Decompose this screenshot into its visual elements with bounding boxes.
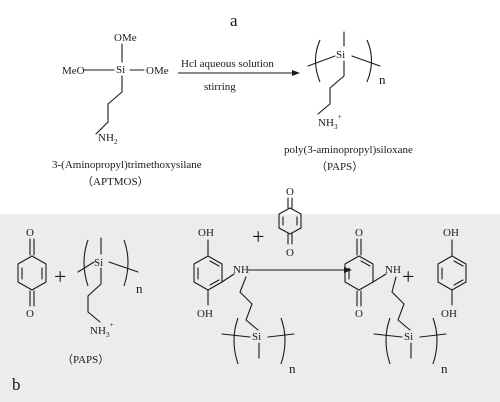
reaction-arrow-a: Hcl aqueous solution stirring bbox=[178, 58, 300, 93]
aptmos-ome-right: OMe bbox=[146, 65, 169, 77]
bond bbox=[77, 261, 95, 273]
quinone-ring bbox=[17, 255, 47, 291]
bond bbox=[108, 261, 139, 273]
product-repeat-n: n bbox=[441, 361, 448, 376]
hydroquinone-structure: OH OH bbox=[437, 227, 467, 320]
paps-nh3: NH3+ bbox=[318, 112, 342, 131]
arrow-head bbox=[292, 70, 300, 76]
adduct-oh-top: OH bbox=[198, 227, 214, 239]
adduct-propyl-chain bbox=[239, 276, 259, 331]
plus-sign-3: + bbox=[402, 264, 414, 289]
bond-aromatic bbox=[453, 279, 464, 286]
product-nh: NH bbox=[385, 264, 401, 276]
paps-b-nh3: NH3+ bbox=[90, 320, 114, 339]
paps-abbr: （PAPS） bbox=[316, 160, 363, 173]
paps-name: poly(3-aminopropyl)siloxane bbox=[284, 144, 413, 156]
plus-sign-2: + bbox=[252, 224, 264, 249]
aptmos-abbr: （APTMOS） bbox=[82, 175, 149, 188]
repeat-n: n bbox=[379, 72, 386, 87]
bond-aromatic bbox=[209, 279, 220, 286]
panel-a-label: a bbox=[230, 11, 238, 30]
bracket-right bbox=[366, 39, 373, 83]
reagent-ring bbox=[278, 207, 302, 235]
bond bbox=[221, 273, 235, 283]
bracket-left bbox=[83, 239, 89, 287]
adduct-repeat-n: n bbox=[289, 361, 296, 376]
arrow-condition-above: Hcl aqueous solution bbox=[181, 58, 274, 70]
benzoquinone-structure: O O bbox=[17, 227, 47, 320]
paps-product-structure: Si NH3+ n bbox=[307, 31, 386, 131]
bond-double bbox=[360, 260, 371, 267]
reaction-arrow-b: + O O bbox=[248, 186, 352, 273]
paps-b-si: Si bbox=[94, 257, 103, 269]
adduct-si: Si bbox=[252, 331, 261, 343]
arrow-head bbox=[344, 267, 352, 273]
quinone-o-top: O bbox=[26, 227, 34, 239]
bracket-left bbox=[233, 317, 239, 365]
bracket-right bbox=[432, 317, 438, 365]
bracket-left bbox=[385, 317, 391, 365]
reagent-o-top: O bbox=[286, 186, 294, 198]
paps-propyl-chain bbox=[317, 60, 345, 115]
plus-sign-1: + bbox=[54, 264, 66, 289]
aptmos-propyl-chain bbox=[95, 75, 123, 135]
bond bbox=[373, 333, 403, 338]
paps-si: Si bbox=[336, 49, 345, 61]
aptmos-name: 3-(Aminopropyl)trimethoxysilane bbox=[52, 159, 202, 171]
quinone-o-bottom: O bbox=[26, 308, 34, 320]
product-ring bbox=[344, 255, 374, 291]
adduct-nh: NH bbox=[233, 264, 249, 276]
paps-b-propyl-chain bbox=[87, 267, 102, 323]
aptmos-nh2: NH2 bbox=[98, 132, 118, 146]
arrow-condition-below: stirring bbox=[204, 81, 236, 93]
hydroquinone-oh-bottom: OH bbox=[441, 308, 457, 320]
hydroquinone-oh-top: OH bbox=[443, 227, 459, 239]
adduct-oh-bottom: OH bbox=[197, 308, 213, 320]
bond bbox=[351, 55, 381, 67]
paps-b-structure: Si NH3+ n bbox=[77, 237, 143, 339]
bracket-right bbox=[123, 239, 129, 287]
product-o-bottom: O bbox=[355, 308, 363, 320]
reagent-o-bottom: O bbox=[286, 247, 294, 259]
paps-b-abbr: （PAPS） bbox=[62, 353, 109, 366]
bond-aromatic bbox=[453, 260, 464, 267]
aptmos-structure: OMe Si MeO OMe NH2 bbox=[62, 32, 169, 146]
product-si: Si bbox=[404, 331, 413, 343]
aptmos-si: Si bbox=[116, 64, 125, 76]
bond bbox=[372, 273, 387, 283]
panel-b-label: b bbox=[12, 375, 21, 394]
product-o-top: O bbox=[355, 227, 363, 239]
bond bbox=[419, 333, 447, 338]
product-propyl-chain bbox=[391, 276, 411, 331]
bracket-left bbox=[314, 39, 321, 83]
bond bbox=[221, 333, 251, 338]
paps-b-repeat-n: n bbox=[136, 281, 143, 296]
aptmos-ome-top: OMe bbox=[114, 32, 137, 44]
bond bbox=[267, 333, 295, 338]
aptmos-meo-left: MeO bbox=[62, 65, 85, 77]
aminoquinone-structure: O O NH Si n bbox=[344, 227, 448, 376]
adduct-structure: OH OH NH Si n bbox=[193, 227, 296, 376]
bond-aromatic bbox=[209, 260, 220, 267]
bond bbox=[307, 55, 336, 67]
bracket-right bbox=[280, 317, 286, 365]
